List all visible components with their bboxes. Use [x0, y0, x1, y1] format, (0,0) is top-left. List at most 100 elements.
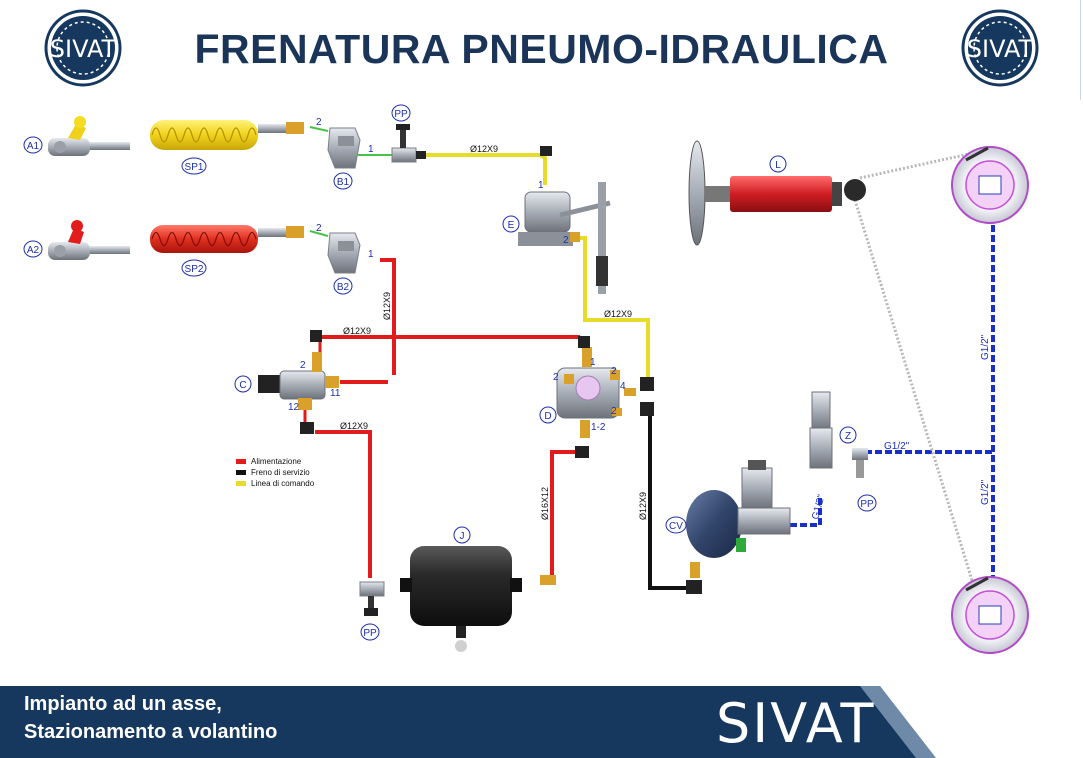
- coil-hose-sp2: [150, 225, 304, 253]
- load-sensing-valve-e: [518, 146, 611, 294]
- port-b2-out: 1: [368, 249, 374, 260]
- emergency-valve-c: [258, 330, 339, 434]
- svg-text:PP: PP: [860, 499, 874, 510]
- page-title: FRENATURA PNEUMO-IDRAULICA: [194, 26, 889, 72]
- label-a2: A2: [23, 240, 43, 258]
- legend: Alimentazione Freno di servizio Linea di…: [236, 457, 315, 488]
- svg-text:J: J: [460, 531, 465, 542]
- label-c: C: [234, 375, 252, 393]
- air-over-hydraulic-booster-cv: [686, 460, 791, 594]
- label-sp2: SP2: [181, 259, 207, 277]
- pressure-switch-z: [809, 391, 868, 478]
- footer-accent: [860, 686, 1083, 758]
- coupling-head-a1: [48, 116, 130, 156]
- pipe-label-blue-cv: G1/2": [810, 493, 827, 521]
- pipe-yellow-top: [425, 153, 547, 185]
- logo-right-text: SIVAT: [967, 35, 1034, 63]
- air-tank-j: [400, 546, 556, 652]
- pipe-label-yellow-right: Ø12X9: [604, 309, 632, 319]
- pipe-red-to-tank: [315, 430, 372, 578]
- port-c-right: 11: [330, 388, 341, 399]
- sivat-logo-left: SIVAT: [44, 9, 122, 87]
- pipe-label-yellow-top: Ø12X9: [470, 144, 498, 154]
- svg-text:Freno di servizio: Freno di servizio: [251, 468, 310, 477]
- port-d-right-mid: 4: [620, 381, 626, 392]
- cable-upper: [859, 150, 979, 180]
- pipe-yellow-right: [578, 236, 650, 382]
- test-port-top: [391, 124, 426, 163]
- svg-text:SP2: SP2: [185, 264, 204, 275]
- pipe-label-red-horizontal: Ø12X9: [343, 326, 371, 336]
- right-edge-line: [1080, 0, 1081, 100]
- svg-text:CV: CV: [669, 521, 683, 532]
- label-pp-top: PP: [391, 104, 411, 122]
- pipe-label-blue-z: G1/2": [884, 441, 910, 452]
- label-d: D: [539, 406, 557, 424]
- pipe-label-red-to-tank: Ø12X9: [340, 421, 368, 431]
- pipe-label-tank-to-d: Ø16X12: [540, 487, 550, 520]
- port-c-top: 2: [300, 360, 306, 371]
- pipe-label-blue-upper: G1/2": [980, 334, 991, 360]
- pipe-red-tank-to-d: [550, 450, 578, 578]
- pipe-blue-cv: [790, 495, 822, 527]
- svg-text:A2: A2: [27, 245, 40, 256]
- label-j: J: [453, 526, 471, 544]
- relay-valve-d: [556, 336, 654, 458]
- label-cv: CV: [665, 516, 687, 534]
- port-b1-in: 2: [316, 117, 322, 128]
- port-e-in: 1: [538, 180, 544, 191]
- legend-item-service: Freno di servizio: [236, 468, 310, 477]
- coupling-head-a2: [48, 220, 130, 260]
- port-d-left: 2: [553, 372, 559, 383]
- label-a1: A1: [23, 136, 43, 154]
- pipe-label-blue-lower: G1/2": [980, 479, 991, 505]
- coil-hose-sp1: [150, 120, 304, 150]
- svg-text:L: L: [775, 160, 781, 171]
- label-pp-bottom: PP: [360, 623, 380, 641]
- svg-text:C: C: [239, 380, 246, 391]
- label-z: Z: [839, 426, 857, 444]
- logo-left-text: SIVAT: [50, 35, 117, 63]
- svg-text:B2: B2: [337, 282, 350, 293]
- svg-text:Z: Z: [845, 431, 851, 442]
- test-port-bottom: [359, 581, 385, 616]
- svg-text:Alimentazione: Alimentazione: [251, 457, 302, 466]
- port-b1-out: 1: [368, 144, 374, 155]
- label-sp1: SP1: [181, 157, 207, 175]
- port-d-bottom: 1-2: [591, 422, 606, 433]
- svg-text:Linea di comando: Linea di comando: [251, 479, 315, 488]
- pipe-black-service: [648, 410, 690, 590]
- port-d-top: 1: [590, 357, 596, 368]
- legend-item-supply: Alimentazione: [236, 457, 302, 466]
- label-b2: B2: [333, 277, 353, 295]
- port-c-bottom: 12: [288, 402, 300, 413]
- line-filter-b2: [327, 232, 361, 274]
- label-b1: B1: [333, 172, 353, 190]
- svg-text:SP1: SP1: [185, 162, 204, 173]
- svg-text:PP: PP: [363, 628, 377, 639]
- sivat-logo-right: SIVAT: [961, 9, 1039, 87]
- footer-logo: SIVAT: [716, 692, 876, 755]
- port-b2-in: 2: [316, 223, 322, 234]
- pipe-label-black-vertical: Ø12X9: [638, 492, 648, 520]
- label-pp-z: PP: [857, 494, 877, 512]
- legend-item-command: Linea di comando: [236, 479, 315, 488]
- label-e: E: [502, 215, 520, 233]
- port-d-right-bot: 2: [611, 406, 617, 417]
- line-filter-b1: [327, 127, 361, 169]
- brake-drum-bottom: [951, 576, 1029, 654]
- svg-text:A1: A1: [27, 141, 40, 152]
- svg-text:D: D: [544, 411, 551, 422]
- handwheel-actuator-l: [688, 140, 866, 246]
- brake-drum-top: [951, 146, 1029, 224]
- svg-text:B1: B1: [337, 177, 350, 188]
- footer-line-2: Stazionamento a volantino: [24, 721, 278, 743]
- port-d-right-top: 2: [611, 366, 617, 377]
- footer-line-1: Impianto ad un asse,: [24, 693, 222, 715]
- label-l: L: [769, 155, 787, 173]
- port-e-out: 2: [563, 235, 569, 246]
- pipe-green-sp1: [309, 126, 329, 132]
- svg-text:E: E: [508, 220, 515, 231]
- svg-text:PP: PP: [394, 109, 408, 120]
